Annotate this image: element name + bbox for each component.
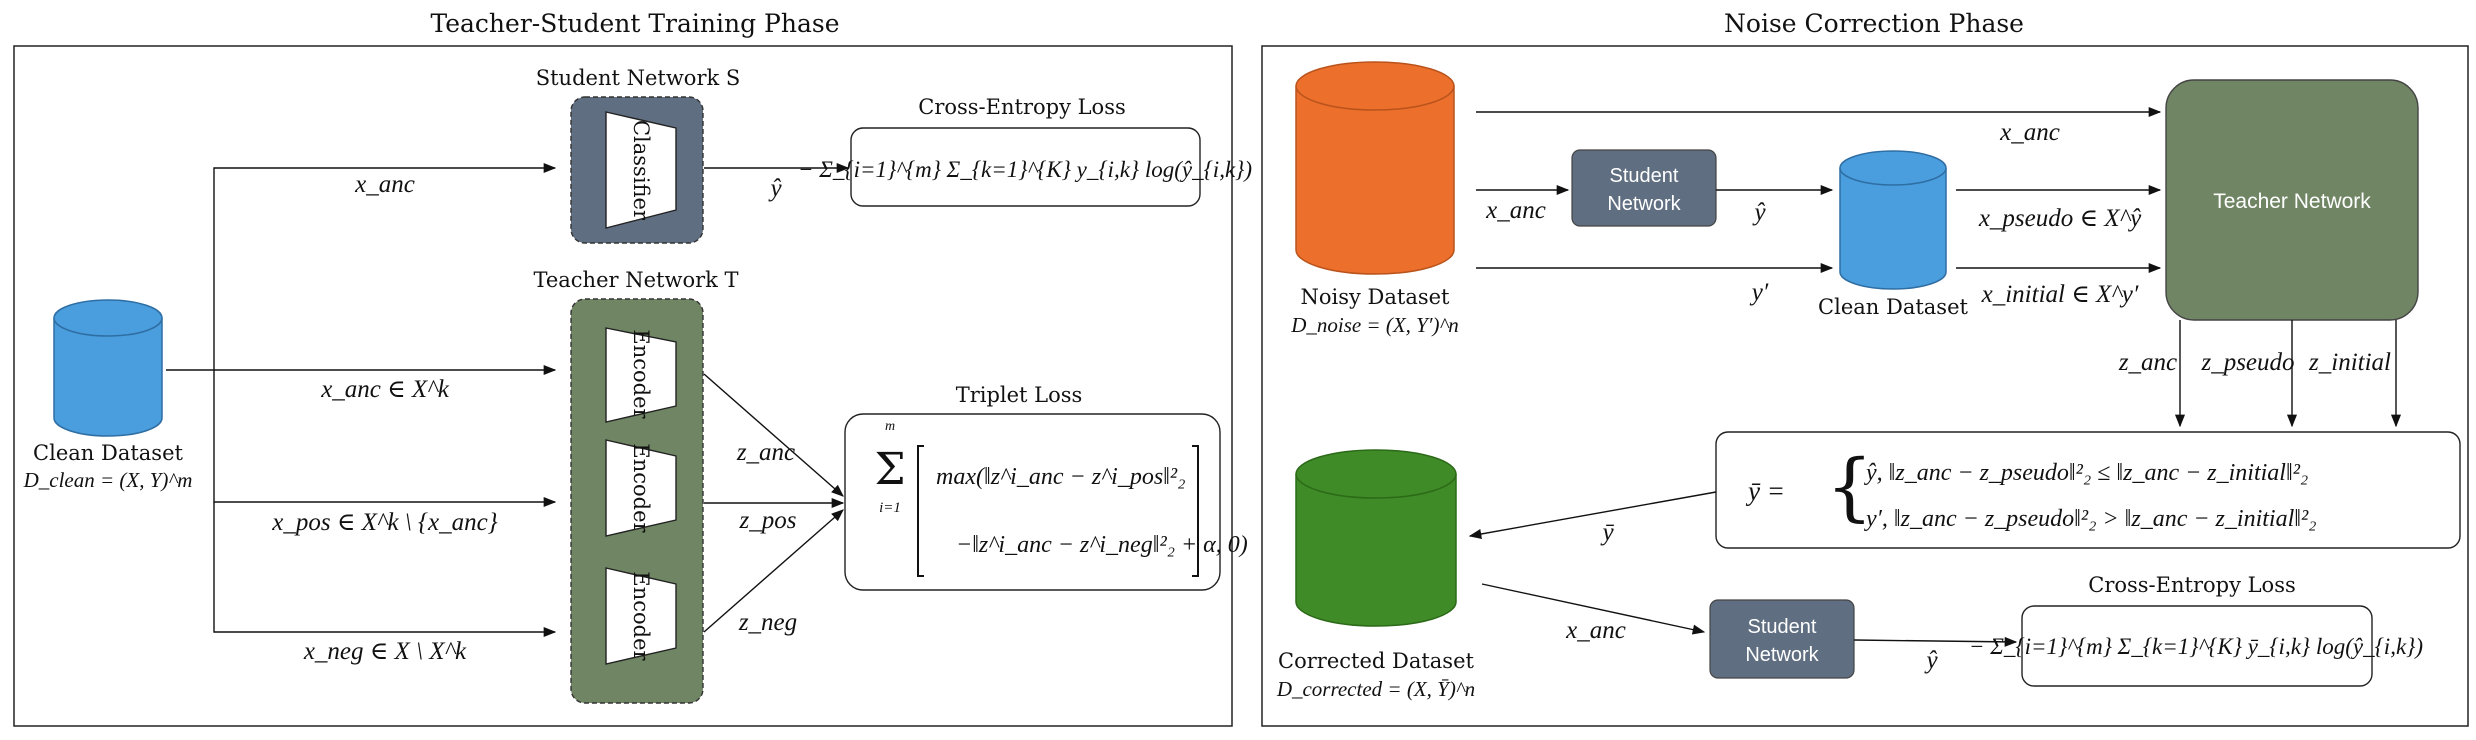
edge-label-zpseudo: z_pseudo — [2200, 349, 2294, 376]
rule-brace: { — [1826, 444, 1873, 530]
rule-box — [1715, 431, 2461, 549]
edge-zneg — [703, 509, 844, 633]
student-network-2-label-2: Network — [1745, 644, 1819, 666]
ce-loss-formula-left: − Σ_{i=1}^{m} Σ_{k=1}^{K} y_{i,k} log(ŷ_… — [798, 157, 1252, 182]
triplet-sum-upper: m — [885, 419, 895, 434]
edge-label-xanc: x_anc — [354, 171, 415, 198]
ce-loss-box-left — [850, 127, 1201, 207]
edge-label-zneg: z_neg — [738, 609, 797, 636]
corrected-dataset-label: Corrected Dataset — [1278, 649, 1474, 673]
edge-yhat-bottom — [1853, 636, 2018, 647]
noisy-dataset-formula: D_noise = (X, Y′)^n — [1290, 313, 1459, 337]
edge-label-zpos: z_pos — [739, 507, 797, 534]
ce-loss-box-right — [2021, 605, 2373, 687]
encoder-label-1: Encoder — [629, 329, 653, 419]
triplet-sum-lower: i=1 — [879, 500, 901, 516]
noisy-dataset-label: Noisy Dataset — [1300, 285, 1450, 309]
right-panel-title: Noise Correction Phase — [1724, 9, 2024, 38]
edge-ybar — [1468, 491, 1717, 539]
rule-lhs: ȳ = — [1745, 476, 1785, 506]
edge-label-xinitial: x_initial ∈ X^y′ — [1981, 281, 2139, 308]
edge-label-yprime: y′ — [1749, 279, 1769, 306]
clean-dataset-cylinder-right — [1839, 150, 1947, 290]
right-panel-frame — [1261, 45, 2469, 727]
student-network-1-label-2: Network — [1607, 193, 1681, 215]
encoder-shape-1 — [605, 327, 677, 423]
triplet-formula-line1: max(‖z^i_anc − z^i_pos‖²₂ — [936, 464, 1185, 490]
classifier-label: Classifier — [629, 120, 653, 221]
edge-label-xpseudo: x_pseudo ∈ X^ŷ — [1978, 205, 2142, 232]
edge-xanc-bottom — [1481, 583, 1706, 635]
edge-label-xanc-bottom: x_anc — [1565, 617, 1626, 644]
student-network-1-box — [1571, 149, 1717, 227]
edge-label-xanc-mid: x_anc — [1485, 197, 1546, 224]
encoder-shape-3 — [605, 567, 677, 665]
triplet-bracket-left — [917, 445, 924, 577]
clean-dataset-cylinder — [53, 299, 163, 437]
student-network-1-label-1: Student — [1610, 165, 1679, 187]
edge-xneg — [213, 502, 557, 638]
student-network-title: Student Network S — [536, 66, 741, 90]
edge-label-zanc-left: z_anc — [736, 439, 795, 466]
rule-case-2: y′, ‖z_anc − z_pseudo‖²₂ > ‖z_anc − z_in… — [1864, 506, 2317, 532]
triplet-formula-line2: −‖z^i_anc − z^i_neg‖²₂ + α, 0) — [956, 532, 1248, 558]
triplet-loss-title: Triplet Loss — [956, 383, 1083, 407]
edge-label-yhat-bottom: ŷ — [1923, 647, 1938, 674]
noisy-dataset-cylinder — [1295, 61, 1455, 275]
encoder-shape-2 — [605, 439, 677, 537]
edge-xanc-student — [213, 162, 557, 370]
ce-loss-title-left: Cross-Entropy Loss — [918, 95, 1126, 119]
edge-label-xanc-top: x_anc — [1999, 119, 2060, 146]
edge-label-xanc-k: x_anc ∈ X^k — [320, 376, 450, 403]
encoder-label-3: Encoder — [629, 571, 653, 661]
student-network-2-box — [1709, 599, 1855, 679]
ce-loss-formula-right: − Σ_{i=1}^{m} Σ_{k=1}^{K} ȳ_{i,k} log(ŷ_… — [1969, 634, 2423, 659]
edge-label-zanc-right: z_anc — [2118, 349, 2177, 376]
teacher-network-title: Teacher Network T — [533, 268, 738, 292]
triplet-sum-sign: Σ — [874, 444, 905, 495]
left-panel-title: Teacher-Student Training Phase — [430, 9, 839, 38]
edge-label-ybar: ȳ — [1599, 519, 1614, 546]
clean-dataset-label: Clean Dataset — [33, 441, 183, 465]
teacher-network-label-right: Teacher Network — [2213, 190, 2371, 213]
edge-label-xpos: x_pos ∈ X^k \ {x_anc} — [271, 509, 497, 536]
corrected-dataset-cylinder — [1295, 449, 1457, 627]
encoder-label-2: Encoder — [629, 443, 653, 533]
edge-label-zinitial: z_initial — [2308, 349, 2391, 376]
edge-zanc-left — [703, 373, 844, 497]
edge-label-yhat-mid: ŷ — [1751, 199, 1766, 226]
clean-dataset-label-right: Clean Dataset — [1818, 295, 1968, 319]
triplet-bracket-right — [1192, 445, 1199, 577]
ce-loss-title-right: Cross-Entropy Loss — [2088, 573, 2296, 597]
edge-label-xneg: x_neg ∈ X \ X^k — [303, 638, 467, 665]
student-network-2-label-1: Student — [1748, 616, 1817, 638]
corrected-dataset-formula: D_corrected = (X, Ȳ)^n — [1276, 677, 1475, 701]
rule-case-1: ŷ, ‖z_anc − z_pseudo‖²₂ ≤ ‖z_anc − z_ini… — [1864, 460, 2308, 486]
left-panel-frame — [13, 45, 1233, 727]
edge-label-yhat-left: ŷ — [767, 175, 782, 202]
clean-dataset-formula: D_clean = (X, Y)^m — [23, 468, 193, 492]
classifier-shape — [605, 111, 677, 229]
triplet-loss-box — [844, 413, 1221, 591]
